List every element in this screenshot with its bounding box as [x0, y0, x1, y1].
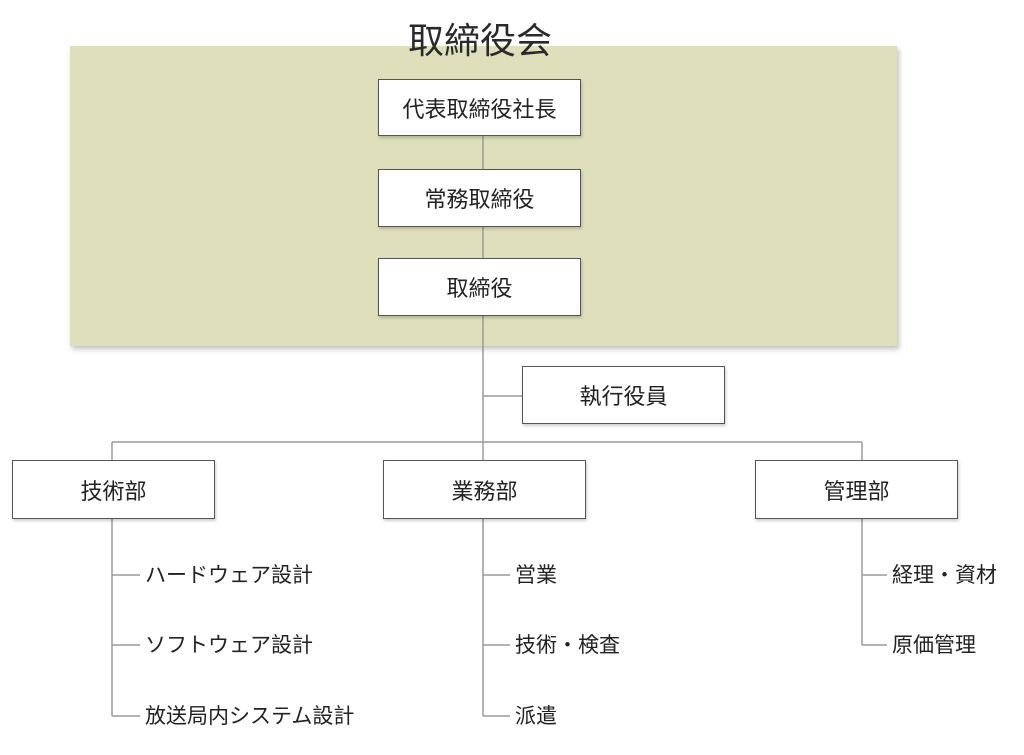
- ops-subunit-sales: 営業: [515, 563, 557, 587]
- president-box: 代表取締役社長: [378, 79, 581, 136]
- tech-subunit-hardware: ハードウェア設計: [145, 563, 313, 587]
- ops-subunit-dispatch: 派遣: [515, 704, 557, 728]
- admin-subunit-cost-management: 原価管理: [892, 633, 976, 657]
- executive-officer-box: 執行役員: [522, 366, 725, 424]
- managing-director-box: 常務取締役: [378, 169, 581, 227]
- board-title: 取締役会: [407, 21, 552, 62]
- department-admin-box: 管理部: [755, 460, 958, 519]
- director-box: 取締役: [378, 258, 581, 316]
- admin-subunit-accounting: 経理・資材: [892, 563, 997, 587]
- ops-subunit-tech-inspection: 技術・検査: [515, 633, 620, 657]
- tech-subunit-software: ソフトウェア設計: [145, 633, 313, 657]
- department-ops-box: 業務部: [383, 460, 586, 519]
- department-tech-box: 技術部: [12, 460, 215, 519]
- tech-subunit-broadcast-system: 放送局内システム設計: [145, 704, 355, 728]
